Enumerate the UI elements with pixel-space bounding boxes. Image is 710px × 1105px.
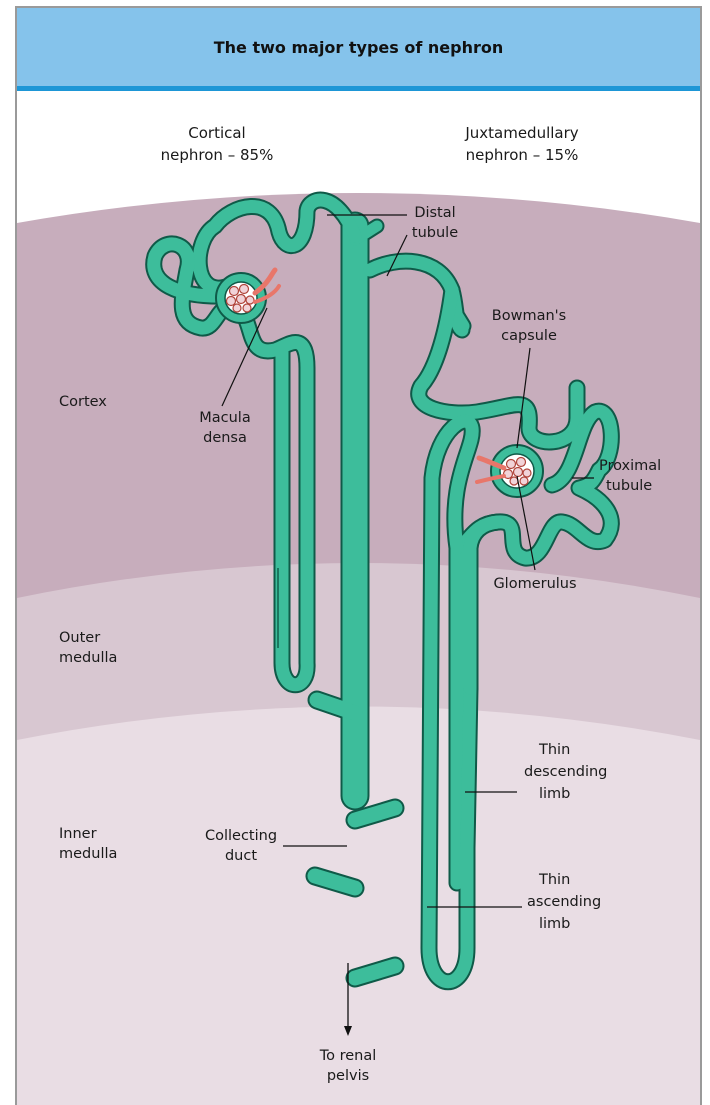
collecting-duct-label-1: Collecting xyxy=(205,828,277,844)
nephron-diagram: Cortical nephron – 85% Juxtamedullary ne… xyxy=(17,8,700,1105)
proximal-tubule-label-2: tubule xyxy=(606,478,652,494)
thin-ascending-label-2: ascending xyxy=(527,894,601,910)
bowmans-capsule-label-1: Bowman's xyxy=(492,308,566,324)
renal-pelvis-label-2: pelvis xyxy=(327,1068,369,1084)
macula-densa-label-2: densa xyxy=(203,430,247,446)
distal-tubule-label-1: Distal xyxy=(414,205,455,221)
inner-medulla-label-2: medulla xyxy=(59,846,117,862)
outer-medulla-label-1: Outer xyxy=(59,630,100,646)
cortical-nephron-label-1: Cortical xyxy=(188,124,245,142)
thin-descending-label-2: descending xyxy=(524,764,607,780)
distal-tubule-label-2: tubule xyxy=(412,225,458,241)
proximal-tubule-label-1: Proximal xyxy=(599,458,661,474)
collecting-duct-label-2: duct xyxy=(225,848,257,864)
bowmans-capsule-label-2: capsule xyxy=(501,328,557,344)
juxta-nephron-label-1: Juxtamedullary xyxy=(464,124,578,142)
inner-medulla-label-1: Inner xyxy=(59,826,97,842)
macula-densa-label-1: Macula xyxy=(199,410,250,426)
thin-ascending-label-3: limb xyxy=(539,916,570,932)
cortical-nephron-label-2: nephron – 85% xyxy=(161,146,274,164)
thin-descending-label-1: Thin xyxy=(538,742,570,758)
glomerulus-label: Glomerulus xyxy=(493,576,576,592)
renal-pelvis-label-1: To renal xyxy=(319,1048,377,1064)
diagram-frame: The two major types of nephron xyxy=(15,6,702,1105)
thin-descending-label-3: limb xyxy=(539,786,570,802)
thin-ascending-label-1: Thin xyxy=(538,872,570,888)
juxta-nephron-label-2: nephron – 15% xyxy=(466,146,579,164)
outer-medulla-label-2: medulla xyxy=(59,650,117,666)
cortex-label: Cortex xyxy=(59,394,107,410)
